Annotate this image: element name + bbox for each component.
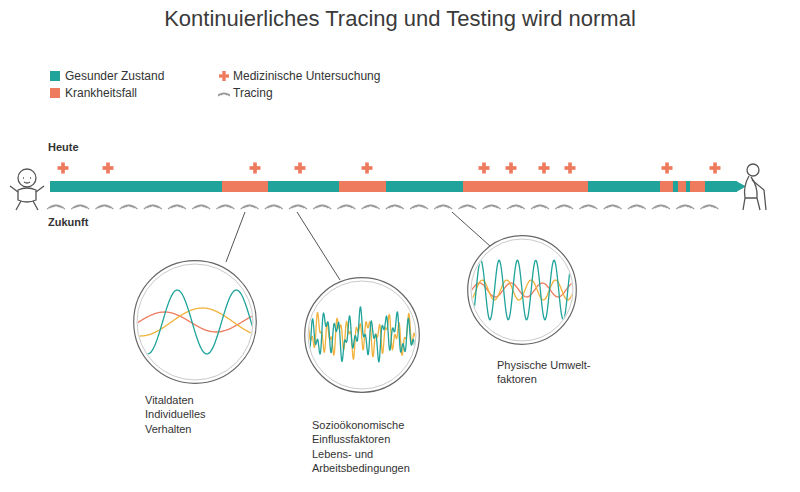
healthy-segment	[673, 181, 678, 192]
tracing-mark	[579, 205, 597, 209]
tracing-mark	[676, 205, 694, 209]
tracing-mark	[458, 205, 476, 209]
tracing-mark	[700, 205, 718, 209]
signal-wave	[133, 312, 257, 332]
signal-wave	[304, 307, 420, 362]
tracing-mark	[168, 205, 186, 209]
tracing-mark	[362, 205, 380, 209]
tracing-mark	[313, 205, 331, 209]
factor-label: Vitaldaten Individuelles Verhalten	[145, 393, 237, 436]
tracing-mark	[265, 205, 283, 209]
tracing-mark	[289, 205, 307, 209]
tracing-mark	[71, 205, 89, 209]
factor-label: Physische Umwelt- faktoren	[497, 358, 607, 387]
illness-segment	[660, 181, 673, 192]
tracing-mark	[410, 205, 428, 209]
exam-marker	[710, 163, 721, 174]
exam-marker	[565, 163, 576, 174]
legend-symbol	[218, 86, 230, 100]
leader-line	[452, 212, 490, 246]
tracing-symbol	[218, 93, 230, 97]
exam-marker	[506, 163, 517, 174]
tracing-mark	[192, 205, 210, 209]
tracing-mark	[483, 205, 501, 209]
tracing-mark	[241, 205, 259, 209]
signal-wave	[133, 290, 257, 354]
tracing-mark	[531, 205, 549, 209]
tracing-mark	[628, 205, 646, 209]
tracing-mark	[120, 205, 138, 209]
leader-line	[297, 212, 340, 280]
tracing-mark	[144, 205, 162, 209]
illness-segment	[222, 181, 268, 192]
healthy-segment	[268, 181, 339, 192]
tracing-mark	[47, 205, 65, 209]
baby-icon	[10, 169, 44, 210]
tracing-mark	[604, 205, 622, 209]
illness-segment	[690, 181, 705, 192]
legend-symbol	[218, 69, 230, 83]
diagram-title: Kontinuierliches Tracing und Testing wir…	[0, 6, 800, 32]
exam-marker	[250, 163, 261, 174]
healthy-segment	[588, 181, 660, 192]
legend-text: Medizinische Untersuchung	[233, 69, 380, 83]
illness-segment	[463, 181, 588, 192]
circle-outline	[304, 277, 420, 393]
exam-marker	[58, 163, 69, 174]
tracing-mark	[216, 205, 234, 209]
tracing-mark	[337, 205, 355, 209]
legend-text: Tracing	[233, 86, 273, 100]
exam-marker	[295, 163, 306, 174]
signal-wave	[467, 260, 577, 319]
tracing-mark	[95, 205, 113, 209]
row-label: Heute	[48, 141, 79, 153]
leader-line	[226, 212, 245, 262]
exam-marker	[362, 163, 373, 174]
tracing-mark	[434, 205, 452, 209]
legend-text: Krankheitsfall	[65, 86, 137, 100]
healthy-segment	[705, 181, 737, 192]
tracing-mark	[507, 205, 525, 209]
tracing-mark	[555, 205, 573, 209]
factor-circle: Sozioökonomische Einflussfaktoren Lebens…	[304, 277, 420, 393]
exam-marker	[103, 163, 114, 174]
factor-label: Sozioökonomische Einflussfaktoren Lebens…	[312, 418, 430, 475]
illness-segment	[339, 181, 386, 192]
exam-marker	[662, 163, 673, 174]
row-label: Zukunft	[48, 216, 88, 228]
tracing-mark	[652, 205, 670, 209]
exam-marker	[539, 163, 550, 174]
factor-circle: Vitaldaten Individuelles Verhalten	[133, 260, 257, 384]
circle-outline	[133, 260, 257, 384]
legend-swatch	[50, 88, 60, 98]
tracing-mark	[386, 205, 404, 209]
healthy-segment	[686, 181, 690, 192]
healthy-segment	[386, 181, 463, 192]
healthy-segment	[50, 181, 222, 192]
exam-marker	[479, 163, 490, 174]
legend-swatch	[50, 71, 60, 81]
circle-outline	[467, 235, 577, 345]
factor-circle: Physische Umwelt- faktoren	[467, 235, 577, 345]
plus-symbol	[219, 71, 229, 81]
elderly-icon	[743, 164, 766, 210]
legend-text: Gesunder Zustand	[65, 69, 164, 83]
illness-segment	[678, 181, 686, 192]
